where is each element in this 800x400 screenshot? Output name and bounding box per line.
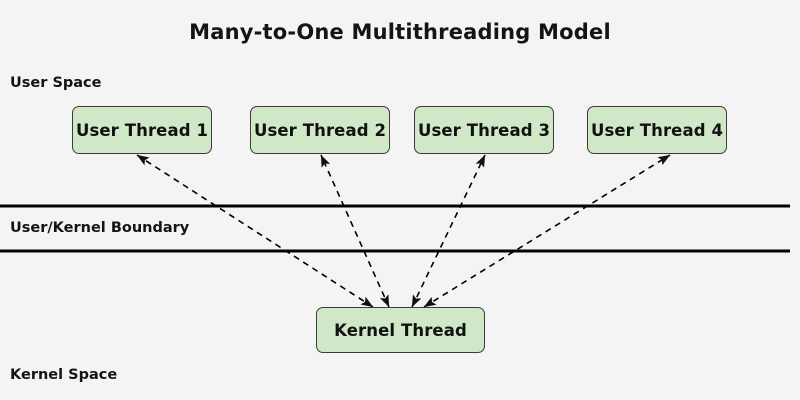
user-thread-box-3-label: User Thread 3 (417, 120, 551, 140)
user-thread-box-1-label: User Thread 1 (75, 120, 209, 140)
kernel-thread-box-label: Kernel Thread (334, 320, 467, 340)
connector-arrow-1 (136, 154, 374, 308)
connector-arrow-3 (411, 154, 486, 308)
user-thread-box-3[interactable]: User Thread 3 (414, 106, 554, 154)
user-thread-box-4[interactable]: User Thread 4 (587, 106, 727, 154)
region-label-kernel-space: Kernel Space (10, 367, 118, 383)
user-thread-box-2[interactable]: User Thread 2 (250, 106, 390, 154)
user-thread-box-2-label: User Thread 2 (253, 120, 387, 140)
kernel-thread-box[interactable]: Kernel Thread (316, 307, 485, 353)
connector-arrow-4 (423, 154, 671, 308)
region-label-user-space: User Space (10, 75, 102, 91)
connector-arrow-2 (320, 154, 390, 308)
user-thread-box-1[interactable]: User Thread 1 (72, 106, 212, 154)
page-title: Many-to-One Multithreading Model (189, 20, 611, 44)
thread-mapping-arrows (136, 154, 671, 308)
user-thread-box-4-label: User Thread 4 (590, 120, 724, 140)
boundary-line-group (0, 204, 790, 253)
